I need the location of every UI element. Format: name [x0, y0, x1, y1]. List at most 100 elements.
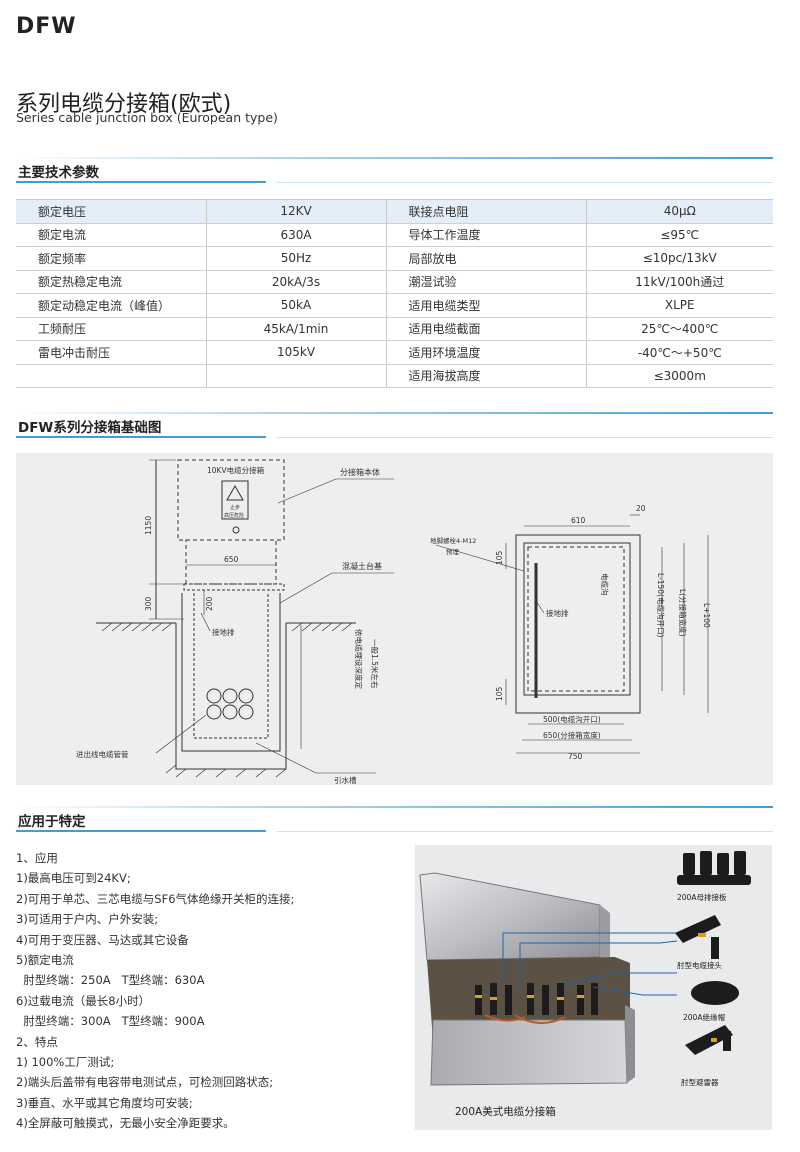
spec-param-value-2: 40μΩ: [585, 199, 773, 224]
usage-line: 2、特点: [16, 1034, 58, 1049]
spec-param-name: 额定频率: [16, 246, 206, 271]
spec-param-name: 额定电压: [16, 199, 206, 224]
usage-line: 肘型终端：250A T型终端：630A: [16, 973, 205, 988]
usage-list: 1、应用 1)最高电压可到24KV; 2)可用于单芯、三芯电缆与SF6气体绝缘开…: [16, 848, 406, 1133]
spec-row: 适用海拔高度≤3000m: [16, 364, 773, 388]
page-title: 系列电缆分接箱(欧式): [16, 92, 232, 117]
spec-param-name-2: 适用电缆截面: [386, 317, 586, 341]
spec-param-value-2: 25℃～400℃: [585, 317, 773, 341]
brand-logo: DFW: [16, 14, 77, 39]
bolt-label: 地脚螺栓4-M12: [430, 536, 476, 545]
bolt-note: 预埋: [446, 547, 460, 556]
spec-param-value: 50kA: [205, 293, 387, 318]
spec-param-name: 工频耐压: [16, 317, 206, 341]
usage-line: 4)全屏蔽可触摸式，无最小安全净距要求。: [16, 1116, 235, 1131]
spec-param-value: 20kA/3s: [205, 270, 387, 294]
spec-param-value: 50Hz: [205, 246, 387, 271]
spec-param-name-2: 局部放电: [386, 246, 586, 271]
dim-300: 300: [144, 596, 153, 611]
foundation-diagram: 10KV电缆分接箱 止步 高压危险 分接箱本体 混凝土台基 接地排 进出线电缆管…: [16, 453, 773, 785]
drain-label: 引水槽: [334, 775, 357, 785]
section-title-specs: 主要技术参数: [18, 165, 99, 181]
usage-line: 1) 100%工厂测试;: [16, 1054, 115, 1069]
part-label-elbow: 肘型电缆接头: [677, 960, 722, 970]
spec-param-name-2: 导体工作温度: [386, 223, 586, 247]
spec-param-name: [16, 364, 206, 388]
spec-param-name: 额定电流: [16, 223, 206, 247]
spec-param-value-2: -40℃～+50℃: [585, 340, 773, 365]
usage-line: 1、应用: [16, 851, 58, 865]
spec-param-value-2: XLPE: [585, 293, 773, 318]
dim-l100: L+100: [702, 603, 711, 628]
section-header-specs: 主要技术参数: [16, 157, 773, 183]
depth-note: 一般1.5米左右: [370, 639, 380, 689]
spec-param-name-2: 适用环境温度: [386, 340, 586, 365]
part-label-cap: 200A绝缘帽: [683, 1012, 725, 1022]
usage-line: 3)可适用于户内、户外安装;: [16, 912, 159, 927]
spec-param-value: 630A: [205, 223, 387, 247]
depth-label: 依电缆埋设深度定: [354, 629, 364, 689]
dim-1150: 1150: [144, 516, 153, 535]
warn-text-1: 止步: [230, 504, 240, 511]
section-title-usage: 应用于特定: [18, 814, 86, 830]
usage-line: 肘型终端：300A T型终端：900A: [16, 1014, 205, 1029]
spec-param-name-2: 适用电缆类型: [386, 293, 586, 318]
spec-param-value-2: 11kV/100h通过: [585, 270, 773, 294]
spec-param-value: 12KV: [205, 199, 387, 224]
product-photo: 200A母排接板 肘型电缆接头 200A绝缘帽 肘型避雷器 200A美式电缆分接…: [415, 845, 772, 1130]
spec-param-name-2: 潮湿试验: [386, 270, 586, 294]
usage-line: 1)最高电压可到24KV;: [16, 871, 131, 886]
usage-line: 2)可用于单芯、三芯电缆与SF6气体绝缘开关柜的连接;: [16, 891, 295, 906]
dim-750: 750: [568, 752, 583, 761]
spec-param-value: 105kV: [205, 340, 387, 365]
usage-line: 2)端头后盖带有电容带电测试点，可检测回路状态;: [16, 1075, 274, 1090]
body-label: 分接箱本体: [340, 467, 380, 477]
spec-param-name-2: 适用海拔高度: [386, 364, 586, 388]
spec-param-name: 额定热稳定电流: [16, 270, 206, 294]
spec-param-name-2: 联接点电阻: [386, 199, 586, 224]
page-subtitle: Series cable junction box (European type…: [16, 110, 278, 125]
spec-param-name: 雷电冲击耐压: [16, 340, 206, 365]
section-header-diagram: DFW系列分接箱基础图: [16, 412, 773, 438]
usage-line: 3)垂直、水平或其它角度均可安装;: [16, 1095, 193, 1110]
dim-105-bottom: 105: [495, 686, 504, 701]
dim-105-top: 105: [495, 550, 504, 565]
dim-l: L(分接箱宽度): [678, 589, 688, 637]
pipe-label: 进出线电缆管管: [76, 749, 129, 759]
dim-20: 20: [636, 504, 646, 513]
dim-l150: L-150(电缆沟开口): [656, 573, 666, 637]
spec-param-name: 额定动稳定电流（峰值）: [16, 293, 206, 318]
base-label: 混凝土台基: [342, 561, 382, 571]
dim-650: 650: [224, 555, 239, 564]
spec-param-value-2: ≤3000m: [585, 364, 773, 388]
usage-line: 4)可用于变压器、马达或其它设备: [16, 932, 189, 947]
warn-text-2: 高压危险: [224, 512, 244, 519]
ground-bar-label-2: 接地排: [546, 608, 569, 618]
ground-bar-label: 接地排: [212, 627, 235, 637]
dim-610: 610: [571, 516, 586, 525]
usage-line: 5)额定电流: [16, 952, 74, 967]
dim-650b: 650(分接箱宽度): [543, 730, 601, 740]
spec-param-value: [205, 364, 387, 388]
spec-param-value: 45kA/1min: [205, 317, 387, 341]
section-title-diagram: DFW系列分接箱基础图: [18, 420, 162, 436]
box-label: 10KV电缆分接箱: [207, 465, 265, 475]
section-header-usage: 应用于特定: [16, 806, 773, 832]
usage-line: 6)过载电流（最长8小时）: [16, 993, 151, 1008]
trench-label: 电缆沟: [600, 573, 610, 596]
dim-500: 500(电缆沟开口): [543, 714, 601, 724]
part-label-arrester: 肘型避雷器: [681, 1077, 719, 1087]
spec-param-value-2: ≤10pc/13kV: [585, 246, 773, 271]
part-label-busbar: 200A母排接板: [677, 892, 727, 902]
spec-param-value-2: ≤95℃: [585, 223, 773, 247]
dim-200: 200: [205, 596, 214, 611]
photo-caption: 200A美式电缆分接箱: [455, 1105, 556, 1118]
